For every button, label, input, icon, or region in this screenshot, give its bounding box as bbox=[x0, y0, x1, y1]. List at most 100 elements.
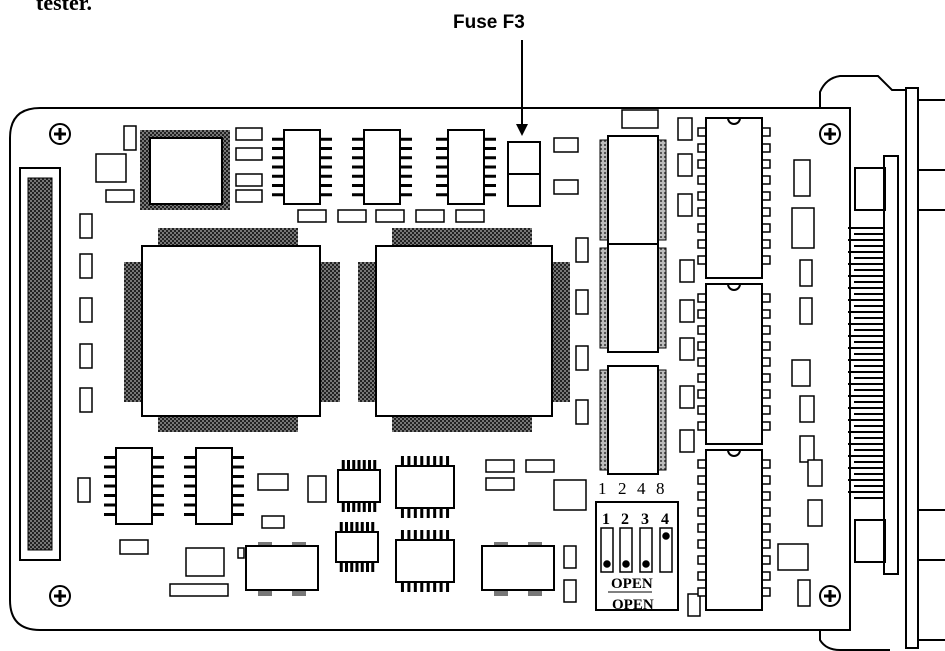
passive-component bbox=[679, 385, 695, 409]
header-text: tester. bbox=[36, 0, 92, 15]
soic-chip bbox=[104, 447, 164, 525]
switch-number: 2 bbox=[621, 511, 629, 528]
passive-component bbox=[679, 299, 695, 323]
passive-component bbox=[575, 399, 589, 425]
passive-component bbox=[79, 297, 93, 323]
soic-chip bbox=[337, 460, 381, 512]
dip-ic bbox=[697, 117, 771, 279]
passive-component bbox=[679, 337, 695, 361]
passive-component bbox=[235, 173, 263, 187]
edge-connector-pins bbox=[848, 227, 884, 499]
passive-component bbox=[791, 207, 815, 249]
switch-number: 3 bbox=[641, 511, 649, 528]
mounting-screw-icon bbox=[819, 585, 841, 607]
passive-component bbox=[553, 137, 579, 153]
crystal-package bbox=[245, 542, 319, 596]
soic-chips bbox=[104, 129, 667, 592]
crystal-package bbox=[481, 542, 555, 596]
passive-component bbox=[337, 209, 367, 223]
passive-component bbox=[677, 117, 693, 141]
passive-component bbox=[799, 435, 815, 463]
small-qfp-chip bbox=[140, 130, 230, 210]
passive-component bbox=[799, 259, 813, 287]
passive-component bbox=[563, 579, 577, 603]
fuse-f3 bbox=[507, 141, 541, 207]
passive-component bbox=[79, 343, 93, 369]
open-label-lower: OPEN bbox=[612, 597, 654, 613]
passive-component bbox=[235, 189, 263, 203]
soic-chip bbox=[599, 365, 667, 475]
passive-component bbox=[525, 459, 555, 473]
front-panel-bracket bbox=[819, 75, 945, 651]
passive-component bbox=[169, 583, 229, 597]
soic-chip bbox=[599, 243, 667, 353]
passive-component bbox=[807, 499, 823, 527]
passive-component bbox=[797, 579, 811, 607]
passive-component bbox=[79, 213, 93, 239]
soic-chip bbox=[272, 129, 332, 205]
passive-component bbox=[791, 359, 811, 387]
passive-component bbox=[123, 125, 137, 151]
mounting-screw-icon bbox=[49, 123, 71, 145]
passive-component bbox=[485, 477, 515, 491]
passive-component bbox=[621, 109, 659, 129]
passive-component bbox=[235, 127, 263, 141]
dip-top-number: 8 bbox=[656, 479, 665, 498]
fuse-f3-label: Fuse F3 bbox=[453, 12, 525, 33]
passive-component bbox=[563, 545, 577, 569]
passive-component bbox=[575, 289, 589, 315]
dip-top-number: 2 bbox=[618, 479, 627, 498]
mounting-screw-icon bbox=[819, 123, 841, 145]
dip-ic bbox=[697, 449, 771, 611]
mounting-screw-icon bbox=[49, 123, 841, 607]
passive-component bbox=[807, 459, 823, 487]
dip-top-number: 4 bbox=[637, 479, 646, 498]
left-connector bbox=[19, 167, 61, 561]
soic-chip bbox=[395, 456, 455, 518]
passive-component bbox=[679, 259, 695, 283]
large-qfp-chip-right bbox=[358, 228, 570, 432]
passive-component bbox=[415, 209, 445, 223]
dip-switch: 1 2 4 8 1 2 3 4 OPEN OPEN bbox=[595, 479, 679, 613]
passive-components bbox=[77, 109, 823, 617]
soic-chip bbox=[335, 522, 379, 572]
passive-component bbox=[799, 395, 815, 423]
passive-component bbox=[119, 539, 149, 555]
soic-chip bbox=[352, 129, 412, 205]
dip-ic bbox=[697, 283, 771, 445]
pcb-outline bbox=[9, 107, 851, 631]
passive-component bbox=[79, 253, 93, 279]
passive-component bbox=[307, 475, 327, 503]
soic-chip bbox=[395, 530, 455, 592]
passive-component bbox=[237, 547, 245, 559]
passive-component bbox=[553, 179, 579, 195]
passive-component bbox=[793, 159, 811, 197]
passive-component bbox=[799, 297, 813, 325]
passive-component bbox=[687, 593, 701, 617]
passive-component bbox=[235, 147, 263, 161]
passive-component bbox=[677, 193, 693, 217]
passive-component bbox=[261, 515, 285, 529]
passive-component bbox=[679, 429, 695, 453]
passive-component bbox=[777, 543, 809, 571]
mounting-screw-icon bbox=[49, 585, 71, 607]
passive-component bbox=[485, 459, 515, 473]
passive-component bbox=[677, 153, 693, 177]
passive-component bbox=[185, 547, 225, 577]
dip-top-number: 1 bbox=[598, 479, 607, 498]
passive-component bbox=[79, 387, 93, 413]
passive-component bbox=[455, 209, 485, 223]
soic-chip bbox=[599, 135, 667, 245]
soic-chip bbox=[184, 447, 244, 525]
open-label-upper: OPEN bbox=[611, 576, 653, 592]
passive-component bbox=[553, 479, 587, 511]
switch-number: 1 bbox=[602, 511, 610, 528]
passive-component bbox=[105, 189, 135, 203]
passive-component bbox=[257, 473, 289, 491]
passive-component bbox=[375, 209, 405, 223]
soic-chip bbox=[436, 129, 496, 205]
passive-component bbox=[575, 237, 589, 263]
passive-component bbox=[95, 153, 127, 183]
passive-component bbox=[77, 477, 91, 503]
